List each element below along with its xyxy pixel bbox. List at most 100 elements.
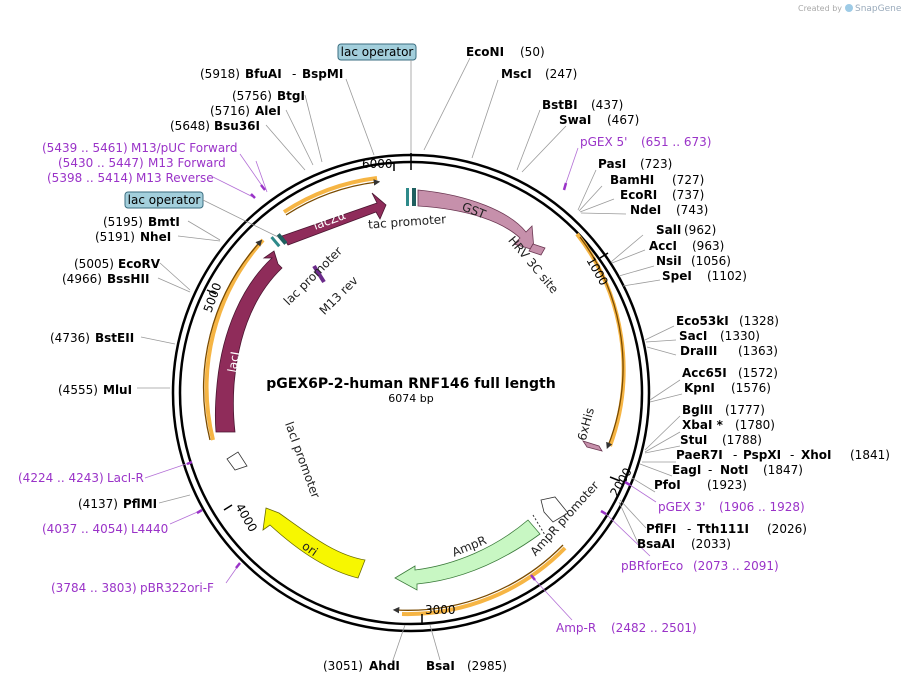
tick-4000: [223, 504, 233, 511]
leader-pasi-group: [577, 169, 627, 215]
enzyme-mlui-pos: (4555): [58, 383, 98, 397]
leader-pflfi-bsaai: [618, 499, 647, 544]
primer-pgex3-range: (1906 .. 1928): [719, 500, 805, 514]
enzyme-bmti: BmtI: [148, 215, 180, 229]
laci-promoter-feature[interactable]: [226, 451, 248, 471]
tac-promoter-label: tac promoter: [368, 212, 447, 231]
leader-eco53ki-group: [644, 325, 677, 356]
primer-m13rev-range: (5398 .. 5414): [47, 171, 133, 185]
leader-bsteii: [140, 336, 176, 345]
primer-marks: [186, 182, 631, 581]
enzyme-saci: SacI: [679, 329, 707, 343]
enzyme-ecorv: EcoRV: [118, 257, 161, 271]
mark-m13rev: [250, 193, 256, 199]
enzyme-spei-pos: (1102): [707, 269, 747, 283]
primer-pbrforeco-range: (2073 .. 2091): [693, 559, 779, 573]
enzyme-eco53ki-pos: (1328): [739, 314, 779, 328]
enzyme-econi-pos: (50): [520, 45, 545, 59]
primer-pbr322ori-range: (3784 .. 3803): [51, 581, 137, 595]
enzyme-bsshii-pos: (4966): [62, 272, 102, 286]
enzyme-tth111i: Tth111I: [697, 522, 749, 536]
laci-feature[interactable]: [214, 250, 283, 433]
orf-arrow-right: [579, 236, 624, 450]
leader-econi: [423, 57, 471, 151]
enzyme-bfuai-pos: (5918): [200, 67, 240, 81]
leader-bfuai: [345, 78, 375, 156]
enzyme-stui-pos: (1788): [722, 433, 762, 447]
enzyme-bfuai: BfuAI: [245, 67, 282, 81]
enzyme-btgi: BtgI: [277, 89, 305, 103]
lac-operator-box-top[interactable]: [337, 43, 417, 61]
leader-bsu36i-alei-btgi: [265, 94, 323, 171]
primer-ampr-range: (2482 .. 2501): [611, 621, 697, 635]
enzyme-xbai: XbaI *: [682, 418, 724, 432]
leader-bglii-group: [644, 415, 681, 454]
enzyme-swai-pos: (467): [607, 113, 639, 127]
enzyme-pflfi-pos: (2026): [767, 522, 807, 536]
m13-rev-glyph: [312, 264, 326, 284]
leader-sali-acci: [610, 234, 646, 264]
ampr-feature[interactable]: [394, 519, 541, 591]
tick-2000: [609, 476, 621, 482]
enzyme-bamhi: BamHI: [610, 173, 654, 187]
ampr-promoter-label: AmpR promoter: [527, 478, 601, 558]
enzyme-acci: AccI: [649, 239, 677, 253]
orf-arrow-bottom: [392, 544, 564, 614]
leader-acc65i-kpni: [649, 379, 683, 403]
enzyme-draiii: DraIII: [680, 344, 717, 358]
primer-ampr: Amp-R: [556, 621, 596, 635]
enzyme-alei-pos: (5716): [210, 104, 250, 118]
enzyme-ahdi: AhdI: [369, 659, 400, 673]
ampr-promoter-feature[interactable]: [540, 496, 569, 523]
enzyme-acc65i: Acc65I: [682, 366, 727, 380]
tick-label-3000: 3000: [425, 603, 456, 617]
hrv-3c-site-feature[interactable]: [528, 243, 546, 256]
leader-paer7i-eagi: [639, 461, 676, 477]
enzyme-btgi-pos: (5756): [232, 89, 272, 103]
leader-laci-r: [144, 461, 193, 479]
lacz-alpha-feature[interactable]: [281, 192, 387, 246]
primer-m13puc-range: (5439 .. 5461): [42, 141, 128, 155]
lac-operator-left-label: lac operator: [128, 193, 201, 207]
enzyme-ndei: NdeI: [630, 203, 661, 217]
primer-m13rev: M13 Reverse: [136, 171, 214, 185]
enzyme-bsaai-pos: (2033): [691, 537, 731, 551]
enzyme-nsii-pos: (1056): [691, 254, 731, 268]
enzyme-nsii: NsiI: [656, 254, 682, 268]
primer-l4440-range: (4037 .. 4054): [42, 522, 128, 536]
enzyme-saci-pos: (1330): [720, 329, 760, 343]
enzyme-separator-4: -: [687, 522, 691, 536]
enzyme-pasi-pos: (723): [640, 157, 672, 171]
primer-m13fwd-range: (5430 .. 5447): [58, 156, 144, 170]
primer-laci-r: LacI-R: [107, 471, 144, 485]
enzyme-kpni-pos: (1576): [731, 381, 771, 395]
enzyme-bsaai: BsaAI: [637, 537, 675, 551]
map-title: pGEX6P-2-human RNF146 full length: [266, 376, 555, 392]
enzyme-pflmi: PflMI: [123, 497, 157, 511]
ori-feature[interactable]: [262, 507, 366, 579]
watermark-brand: SnapGene: [855, 4, 902, 14]
enzyme-alei: AleI: [255, 104, 281, 118]
enzyme-bsteii-pos: (4736): [50, 331, 90, 345]
enzyme-pfoi: PfoI: [654, 478, 681, 492]
enzyme-pfoi-pos: (1923): [707, 478, 747, 492]
enzyme-separator-2: -: [790, 448, 794, 462]
6xhis-feature[interactable]: [582, 440, 603, 452]
enzyme-bsai-pos: (2985): [467, 659, 507, 673]
enzyme-eagi: EagI: [672, 463, 701, 477]
enzyme-bamhi-pos: (727): [672, 173, 704, 187]
enzyme-swai: SwaI: [559, 113, 591, 127]
orf-arc-top: [282, 176, 378, 214]
enzyme-xbai-pos: (1780): [735, 418, 775, 432]
enzyme-econi: EcoNI: [466, 45, 504, 59]
enzyme-bspmi: BspMI: [302, 67, 343, 81]
enzyme-draiii-pos: (1363): [738, 344, 778, 358]
enzyme-pflfi: PflFI: [646, 522, 676, 536]
leader-bsai-ahdi: [392, 624, 441, 661]
enzyme-ecori-pos: (737): [672, 188, 704, 202]
primer-leaders: [144, 147, 657, 621]
tick-5000: [206, 289, 217, 295]
leader-bstbi: [516, 109, 541, 171]
enzyme-bsai: BsaI: [426, 659, 455, 673]
enzyme-eagi-pos: (1847): [763, 463, 803, 477]
